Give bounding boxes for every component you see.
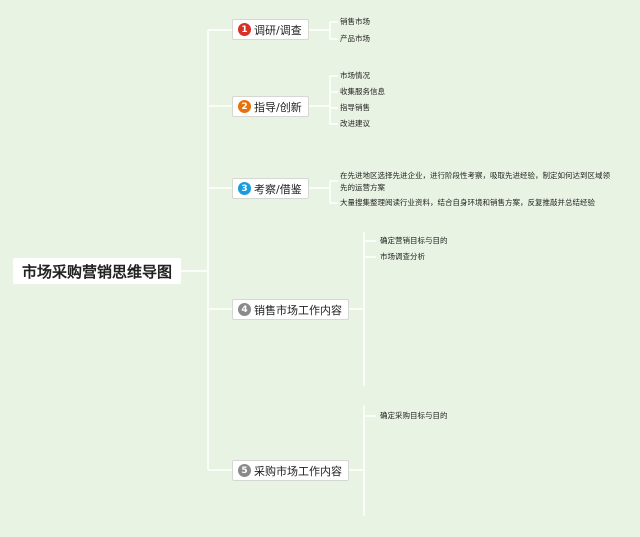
branch-node-inspection[interactable]: 3 考察/借鉴 [232,178,309,199]
leaf-node[interactable]: 在先进地区选择先进企业，进行阶段性考察，吸取先进经验，制定如何达到区域领先的运营… [340,171,610,192]
leaf-node[interactable]: 销售市场 [340,17,370,26]
leaf-node[interactable]: 确定采购目标与目的 [380,411,448,420]
leaf-node[interactable]: 市场调查分析 [380,252,425,261]
number-badge: 3 [238,182,251,195]
leaf-node[interactable]: 改进建议 [340,119,370,128]
branch-label: 调研/调查 [254,23,302,37]
number-badge: 2 [238,100,251,113]
branch-label: 考察/借鉴 [254,182,302,196]
branch-node-purchase-work[interactable]: 5 采购市场工作内容 [232,460,349,481]
leaf-node[interactable]: 指导销售 [340,103,370,112]
leaf-node[interactable]: 产品市场 [340,34,370,43]
root-node[interactable]: 市场采购营销思维导图 [13,258,182,284]
leaf-node[interactable]: 收集服务信息 [340,87,385,96]
branch-label: 销售市场工作内容 [254,303,342,317]
root-label: 市场采购营销思维导图 [22,262,173,281]
number-badge: 4 [238,303,251,316]
leaf-node[interactable]: 确定营销目标与目的 [380,236,448,245]
branch-node-guidance[interactable]: 2 指导/创新 [232,96,309,117]
number-badge: 1 [238,23,251,36]
number-badge: 5 [238,464,251,477]
branch-node-survey[interactable]: 1 调研/调查 [232,19,309,40]
leaf-node[interactable]: 市场情况 [340,71,370,80]
leaf-node[interactable]: 大量搜集整理阅读行业资料，结合自身环境和销售方案，反复推敲并总结经验 [340,198,595,207]
branch-label: 采购市场工作内容 [254,464,342,478]
branch-node-sales-work[interactable]: 4 销售市场工作内容 [232,299,349,320]
branch-label: 指导/创新 [254,100,302,114]
